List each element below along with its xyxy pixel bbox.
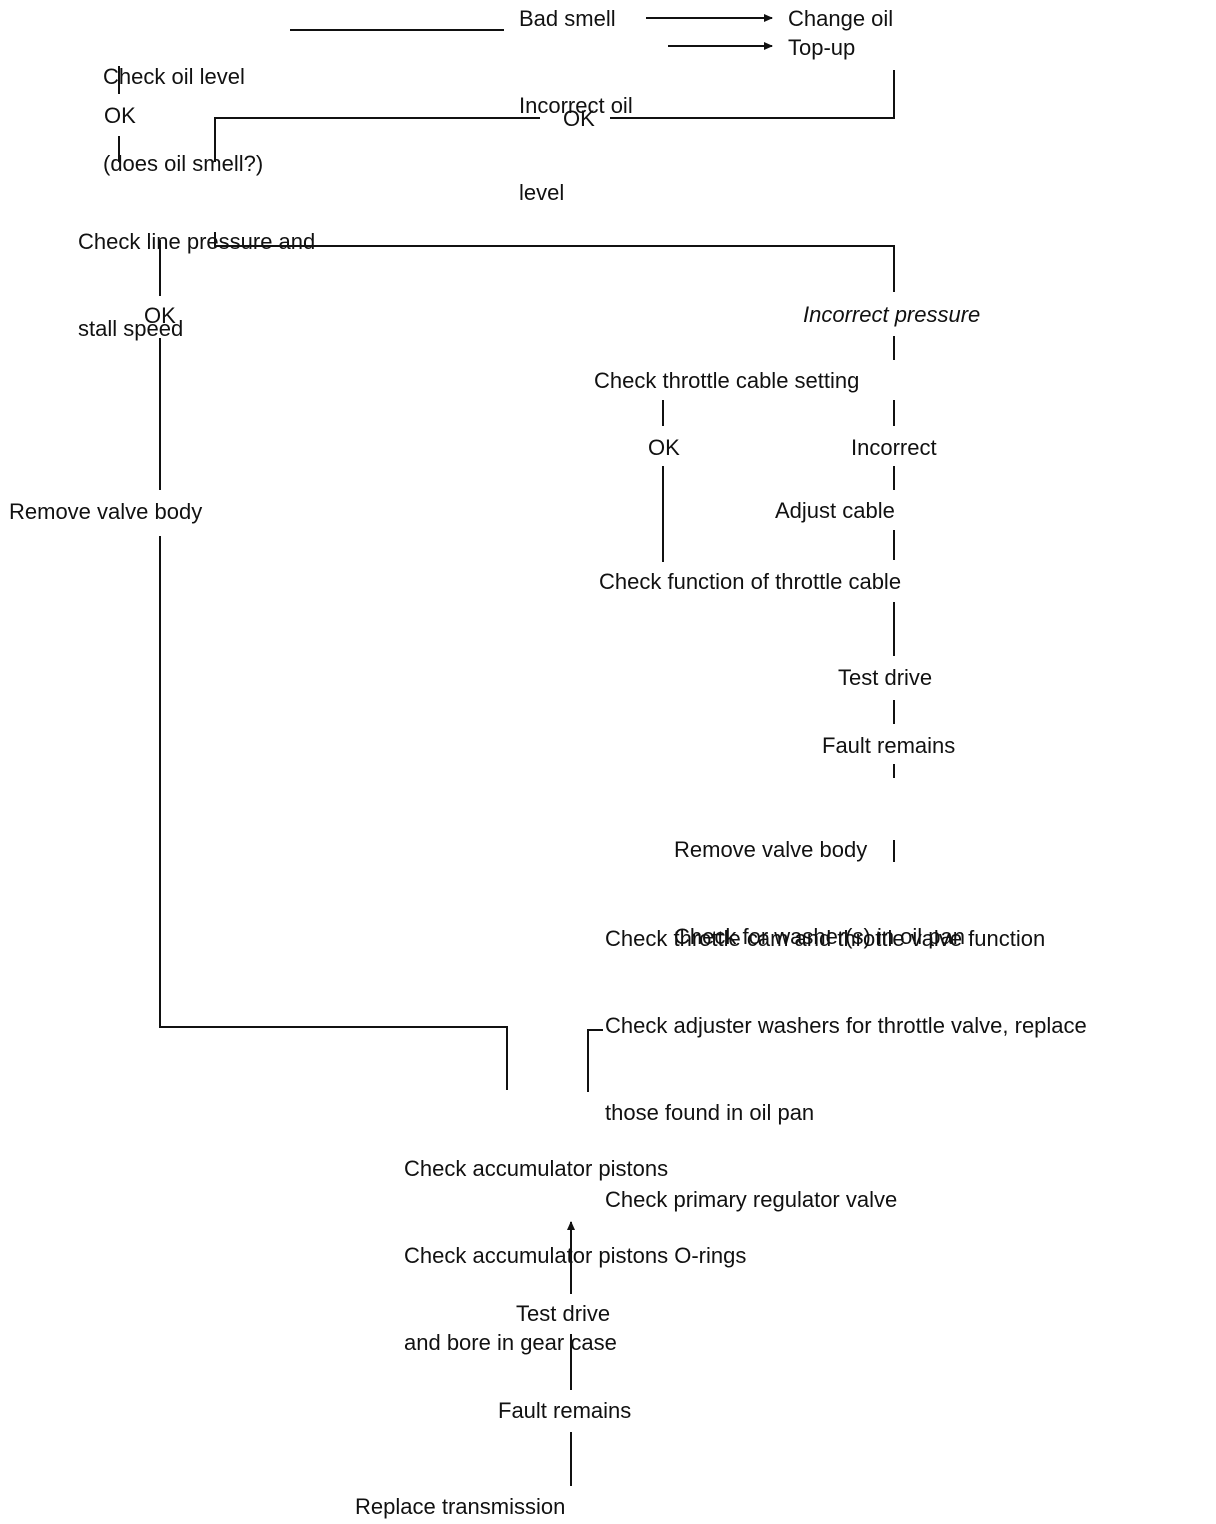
node-incorrect-pressure: Incorrect pressure	[803, 302, 981, 327]
node-ok-topup: OK	[563, 106, 595, 131]
node-throttle-cam-checks: Check throttle cam and throttle valve fu…	[605, 926, 1087, 1212]
connector-topup-return-right	[610, 70, 895, 119]
node-remove-valve-body-right: Remove valve body Check for washer(s) in…	[674, 837, 966, 949]
connector-line-pressure-to-incorrect	[214, 232, 895, 292]
node-test-drive-bottom: Test drive	[516, 1301, 611, 1326]
node-ok-pressure: OK	[144, 303, 176, 328]
node-fault-remains-bottom: Fault remains	[498, 1398, 632, 1423]
node-check-line-pressure: Check line pressure and stall speed	[78, 229, 316, 341]
node-fault-remains-right: Fault remains	[822, 733, 956, 758]
node-ok-oil: OK	[104, 103, 136, 128]
node-ok-throttle: OK	[648, 435, 680, 460]
connector-topup-return-left	[214, 117, 540, 162]
node-replace-transmission: Replace transmission	[355, 1494, 566, 1519]
connector-remove-valve-body-to-accumulator	[159, 536, 508, 1090]
node-check-function-throttle-cable: Check function of throttle cable	[599, 569, 902, 594]
node-bad-smell: Bad smell	[519, 6, 616, 31]
node-change-oil: Change oil	[788, 6, 894, 31]
node-accumulator-checks: Check accumulator pistons Check accumula…	[404, 1156, 747, 1355]
node-check-throttle-cable-setting: Check throttle cable setting	[594, 368, 860, 393]
node-incorrect-oil-level: Incorrect oil level	[519, 93, 633, 205]
node-top-up: Top-up	[788, 35, 856, 60]
node-remove-valve-body-left: Remove valve body	[9, 499, 203, 524]
node-incorrect-throttle: Incorrect	[851, 435, 937, 460]
node-check-oil-level: Check oil level (does oil smell?)	[103, 64, 264, 176]
node-adjust-cable: Adjust cable	[775, 498, 895, 523]
connector-throttle-cam-to-accumulator	[587, 1029, 603, 1092]
node-test-drive-right: Test drive	[838, 665, 933, 690]
